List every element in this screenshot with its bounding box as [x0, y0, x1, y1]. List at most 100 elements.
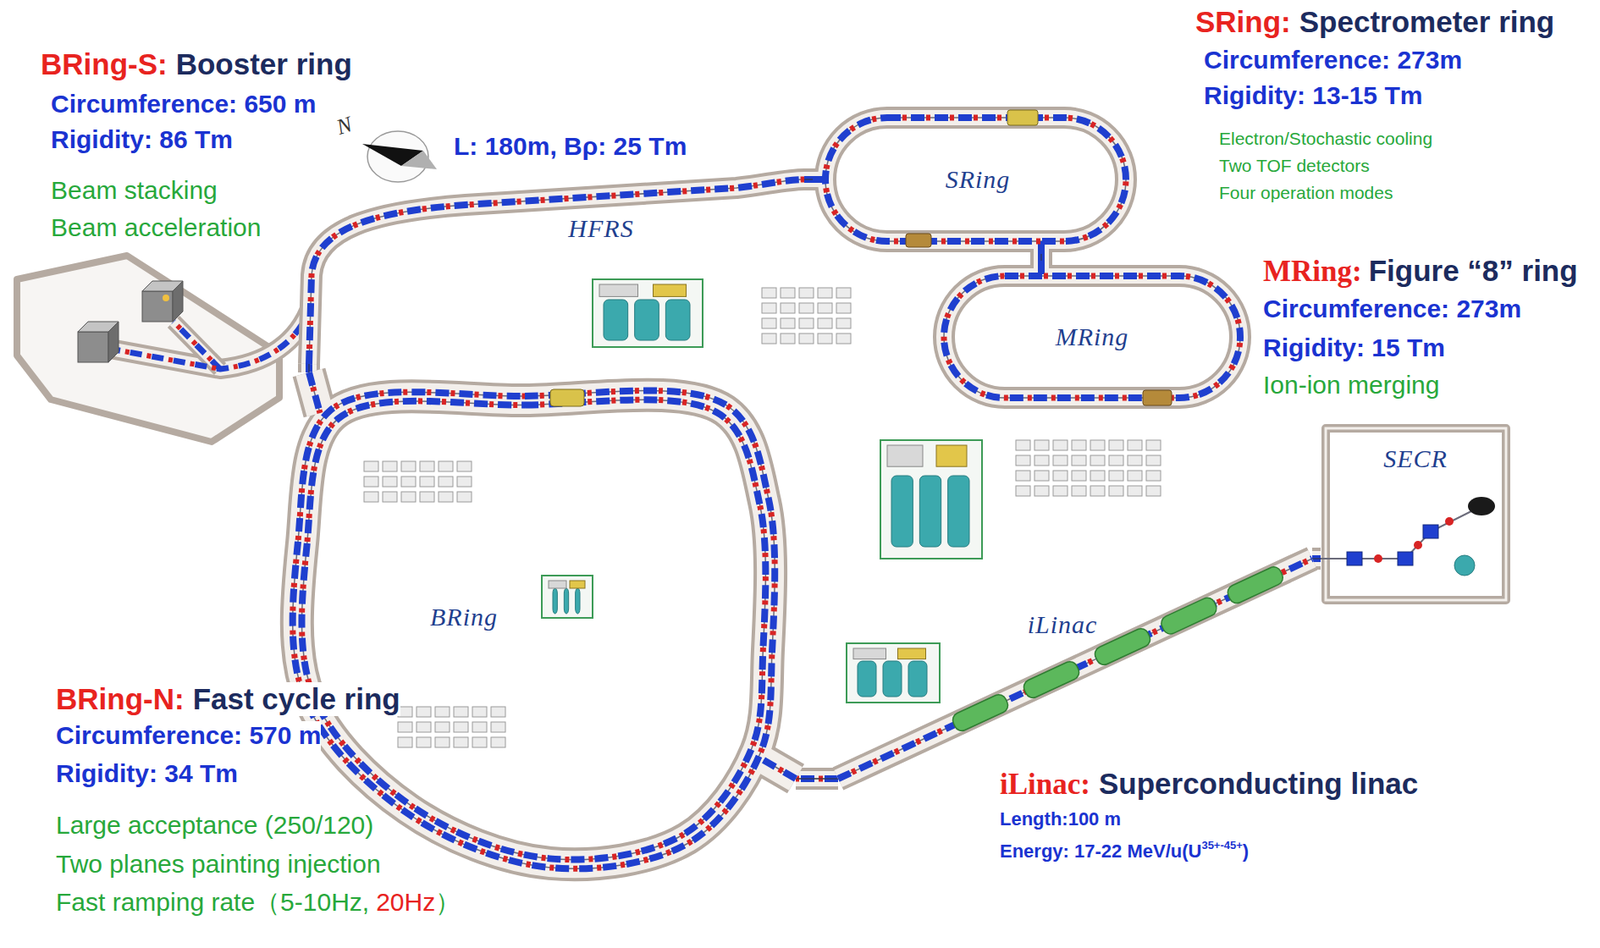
equipment-rack [435, 706, 450, 718]
transfer-quadrupoles [306, 364, 313, 373]
ring-drawing [812, 110, 1126, 254]
compressor [887, 445, 923, 467]
equipment-rack-group [1015, 440, 1161, 497]
equipment-rack [1015, 470, 1031, 481]
transfer-tunnel-floor [1033, 253, 1049, 261]
equipment-rack [780, 287, 795, 298]
control-box [653, 284, 687, 297]
cryomodule [1092, 626, 1154, 668]
callout-line: Rigidity: 15 Tm [1263, 333, 1446, 364]
facility-name: iLinac [1024, 610, 1102, 640]
block-side [108, 321, 119, 363]
feature-label: Beam acceleration [50, 213, 261, 243]
transfer-tunnel-wall [1030, 253, 1053, 261]
rf-cavity [550, 389, 585, 407]
equipment-rack [836, 333, 851, 344]
equipment-rack [457, 476, 472, 487]
ilinac-beam-pipe [838, 558, 1313, 779]
merging-section [1142, 390, 1172, 406]
target-hall [16, 255, 312, 442]
feature-highlight-label: 20Hz [375, 888, 436, 918]
cryomodule [1224, 564, 1286, 607]
parameter-label: Circumference: 273m [1263, 294, 1522, 325]
transfer-tunnel-wall [795, 767, 839, 790]
equipment-rack [491, 737, 506, 748]
equipment-rack [364, 476, 379, 487]
sring-tunnel-wall [812, 117, 1126, 254]
equipment-rack [472, 722, 487, 733]
cryo-tank [634, 299, 660, 341]
bring-s-quadrupoles [292, 372, 796, 869]
feature-label: Beam stacking [50, 176, 218, 206]
equipment-rack [1015, 485, 1031, 497]
equipment-rack [817, 318, 833, 329]
feature-label: Fast ramping rate（5-10Hz, [55, 888, 370, 918]
parameter-label: L: 180m, Bρ: 25 Tm [453, 132, 687, 162]
source-tank [1454, 555, 1475, 576]
callout-line: Two planes painting injection [55, 849, 381, 880]
fragment-separator: HFRS [279, 126, 805, 365]
equipment-rack [435, 722, 450, 733]
callout-line: Fast ramping rate（5-10Hz,20Hz） [55, 888, 461, 918]
bring-n-dipoles [301, 399, 766, 860]
callout-line: iLinac:Superconducting linac [999, 766, 1418, 802]
callout-line: Electron/Stochastic cooling [1219, 128, 1433, 149]
parameter-label: Rigidity: 86 Tm [50, 125, 233, 155]
transfer-line [795, 778, 839, 780]
hfrs-beam-pipe [308, 179, 805, 365]
callout-line: Four operation modes [1219, 182, 1393, 204]
plant-frame [541, 575, 593, 618]
tunnel-outline [838, 524, 1313, 805]
equipment-rack [836, 303, 851, 314]
equipment-rack [401, 491, 416, 503]
branch-quadrupoles [110, 304, 312, 370]
transfer-quadrupoles [804, 176, 813, 183]
sring-tunnel-floor [812, 117, 1126, 254]
equipment-rack-group [761, 287, 851, 344]
sring-quadrupoles [812, 117, 1126, 254]
equipment-rack [1146, 485, 1161, 497]
stochastic-cooler [905, 233, 932, 248]
feature-label: Ion-ion merging [1263, 370, 1440, 401]
compressor [599, 284, 639, 297]
facility-name: SRing [942, 165, 1015, 195]
target-spot [162, 294, 170, 302]
callout-line: Large acceptance (250/120) [55, 811, 374, 841]
equipment-rack [416, 722, 431, 733]
mring-dipoles [943, 260, 1241, 398]
equipment-rack [453, 706, 469, 718]
equipment-rack [1090, 470, 1105, 481]
cryo-tank [603, 299, 629, 341]
hfrs-quadrupoles [308, 179, 805, 365]
electron-cooler [1007, 110, 1038, 126]
equipment-rack [491, 706, 506, 718]
feature-label: Large acceptance (250/120) [55, 811, 374, 841]
control-box [898, 648, 927, 660]
equipment-rack [364, 491, 379, 503]
hfrs-dipoles [308, 179, 805, 365]
bring-tunnel-floor [297, 372, 796, 865]
equipment-rack [419, 461, 435, 472]
source-lens [1413, 540, 1423, 550]
mring-tunnel-floor [943, 260, 1241, 398]
callout-line: Rigidity: 13-15 Tm [1203, 81, 1423, 111]
cryogenic-plant [880, 440, 983, 559]
hall-wall-inner [1325, 428, 1507, 601]
transfer-line [804, 179, 813, 181]
transfer-quadrupoles [1038, 253, 1045, 261]
transfer-dipoles [804, 176, 813, 183]
equipment-rack [1053, 440, 1068, 451]
equipment-rack [1034, 440, 1049, 451]
hfrs-tunnel-floor [308, 179, 805, 365]
facility-name: MRing [1052, 322, 1133, 353]
callout-line: Circumference: 273m [1203, 45, 1463, 76]
cryo-tank [857, 661, 877, 697]
equipment-rack-group [397, 706, 506, 748]
transfer-tunnel-wall [804, 168, 813, 191]
ring-title-label: Spectrometer ring [1299, 5, 1555, 39]
plant-frame [880, 440, 983, 559]
callout-line: Energy: 17-22 MeV/u(U35+-45+) [999, 840, 1249, 862]
parameter-label: Energy: 17-22 MeV/u(U [999, 840, 1202, 862]
cryo-tank [552, 588, 558, 614]
callout-line: Rigidity: 34 Tm [55, 759, 238, 789]
